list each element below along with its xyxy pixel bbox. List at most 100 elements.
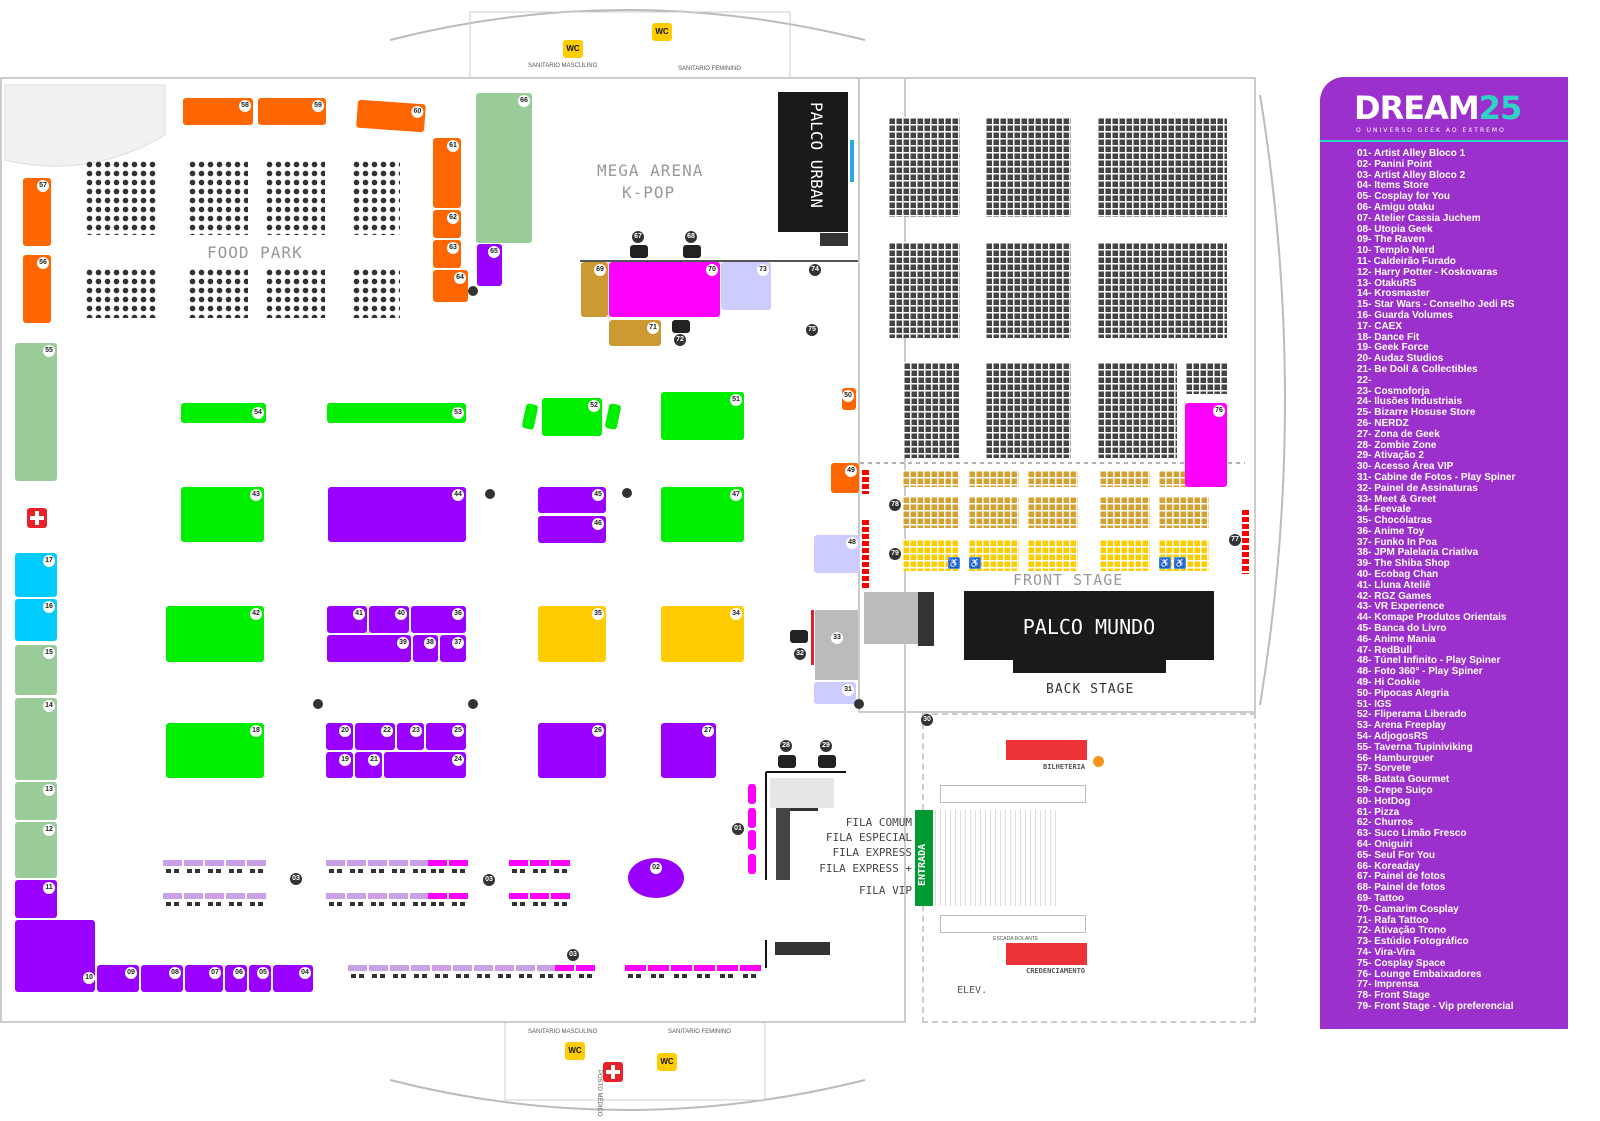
booth-50[interactable]: 50 xyxy=(842,388,856,410)
booth-70[interactable]: 70 xyxy=(609,262,720,317)
booth-31[interactable]: 31 xyxy=(814,682,856,704)
booth-42[interactable]: 42 xyxy=(166,606,264,662)
booth-66[interactable]: 66 xyxy=(476,93,532,243)
booth-43[interactable]: 43 xyxy=(181,487,264,542)
artist-table xyxy=(428,893,447,899)
booth-21[interactable]: 21 xyxy=(355,752,382,778)
chairs xyxy=(350,902,363,906)
legend-item: 49- Hi Cookie xyxy=(1357,677,1421,689)
table-cluster xyxy=(188,160,248,235)
legend-item: 10- Templo Nerd xyxy=(1357,245,1435,257)
marker-01: 01 xyxy=(732,823,744,835)
front-stage-seats xyxy=(902,496,959,528)
artist-table xyxy=(368,893,387,899)
booth-35[interactable]: 35 xyxy=(538,606,606,662)
booth-56[interactable]: 56 xyxy=(23,255,51,323)
booth-04[interactable]: 04 xyxy=(273,965,313,992)
booth-71[interactable]: 71 xyxy=(609,320,661,346)
booth-07[interactable]: 07 xyxy=(185,965,223,992)
artist-table xyxy=(389,893,408,899)
booth-39[interactable]: 39 xyxy=(327,635,411,662)
booth-27[interactable]: 27 xyxy=(661,723,716,778)
booth-15[interactable]: 15 xyxy=(15,645,57,695)
booth-24[interactable]: 24 xyxy=(384,752,466,778)
legend-item: 16- Guarda Volumes xyxy=(1357,309,1453,321)
legend-item: 60- HotDog xyxy=(1357,795,1411,807)
booth-64[interactable]: 64 xyxy=(433,270,468,302)
entrada-door[interactable]: ENTRADA xyxy=(915,810,933,906)
booth-54[interactable]: 54 xyxy=(181,403,266,423)
booth-05[interactable]: 05 xyxy=(249,965,271,992)
booth-41[interactable]: 41 xyxy=(327,606,367,633)
booth-11[interactable]: 11 xyxy=(15,880,57,918)
booth-number: 37 xyxy=(452,637,464,649)
legend-item: 13- OtakuRS xyxy=(1357,277,1417,289)
booth-08[interactable]: 08 xyxy=(141,965,183,992)
booth-40[interactable]: 40 xyxy=(369,606,409,633)
booth-16[interactable]: 16 xyxy=(15,599,57,641)
booth-20[interactable]: 20 xyxy=(326,723,353,750)
booth-10[interactable]: 10 xyxy=(15,920,95,992)
pillar xyxy=(313,699,323,709)
booth-06[interactable]: 06 xyxy=(225,965,247,992)
booth-22[interactable]: 22 xyxy=(355,723,395,750)
booth-number: 63 xyxy=(447,242,459,254)
booth-36[interactable]: 36 xyxy=(411,606,466,633)
booth-53[interactable]: 53 xyxy=(327,403,466,423)
legend-item: 31- Cabine de Fotos - Play Spiner xyxy=(1357,471,1516,483)
booth-34[interactable]: 34 xyxy=(661,606,744,662)
booth-number: 46 xyxy=(592,518,604,530)
booth-73[interactable]: 73 xyxy=(721,262,771,310)
artist-table xyxy=(551,893,570,899)
booth-46[interactable]: 46 xyxy=(538,516,606,543)
booth-48[interactable]: 48 xyxy=(814,535,860,573)
booth-number: 71 xyxy=(647,322,659,334)
chairs xyxy=(540,974,553,978)
booth-52[interactable]: 52 xyxy=(542,398,602,436)
booth-02[interactable]: 02 xyxy=(628,858,684,898)
booth-25[interactable]: 25 xyxy=(426,723,466,750)
booth-59[interactable]: 59 xyxy=(258,98,326,125)
booth-62[interactable]: 62 xyxy=(433,210,461,238)
legend-item: 62- Churros xyxy=(1357,817,1414,829)
booth-51[interactable]: 51 xyxy=(661,392,744,440)
booth-17[interactable]: 17 xyxy=(15,553,57,597)
booth-number: 23 xyxy=(410,725,422,737)
booth-60[interactable]: 60 xyxy=(356,99,426,133)
booth-44[interactable]: 44 xyxy=(328,487,466,542)
legend-item: 50- Pipocas Alegria xyxy=(1357,687,1449,699)
booth-69[interactable]: 69 xyxy=(581,262,608,317)
booth-55[interactable]: 55 xyxy=(15,343,57,481)
booth-12[interactable]: 12 xyxy=(15,822,57,878)
chairs xyxy=(554,902,567,906)
artist-table xyxy=(474,965,493,971)
queue-barrier xyxy=(776,798,790,880)
booth-61[interactable]: 61 xyxy=(433,138,461,208)
chairs xyxy=(512,869,525,873)
booth-14[interactable]: 14 xyxy=(15,698,57,780)
artist-table xyxy=(184,893,203,899)
booth-18[interactable]: 18 xyxy=(166,723,264,778)
booth-23[interactable]: 23 xyxy=(397,723,424,750)
booth-13[interactable]: 13 xyxy=(15,782,57,820)
booth-09[interactable]: 09 xyxy=(97,965,139,992)
chairs xyxy=(651,974,666,978)
booth-63[interactable]: 63 xyxy=(433,240,461,268)
booth-47[interactable]: 47 xyxy=(661,487,744,542)
booth-19[interactable]: 19 xyxy=(326,752,353,778)
booth-number: 15 xyxy=(43,647,55,659)
booth-38[interactable]: 38 xyxy=(413,635,438,662)
palco-urban-stage: PALCO URBAN xyxy=(778,92,848,232)
booth-76[interactable]: 76 xyxy=(1185,403,1227,487)
legend-item: 34- Feevale xyxy=(1357,504,1411,516)
artist-table xyxy=(432,965,451,971)
booth-45[interactable]: 45 xyxy=(538,487,606,513)
booth-65[interactable]: 65 xyxy=(477,244,502,286)
booth-49[interactable]: 49 xyxy=(831,463,859,493)
booth-57[interactable]: 57 xyxy=(23,178,51,246)
booth-26[interactable]: 26 xyxy=(538,723,606,778)
booth-58[interactable]: 58 xyxy=(183,98,253,125)
legend-item: 18- Dance Fit xyxy=(1357,331,1420,343)
booth-37[interactable]: 37 xyxy=(440,635,466,662)
sanitario-feminino-label: SANITARIO FEMININO xyxy=(678,66,741,72)
